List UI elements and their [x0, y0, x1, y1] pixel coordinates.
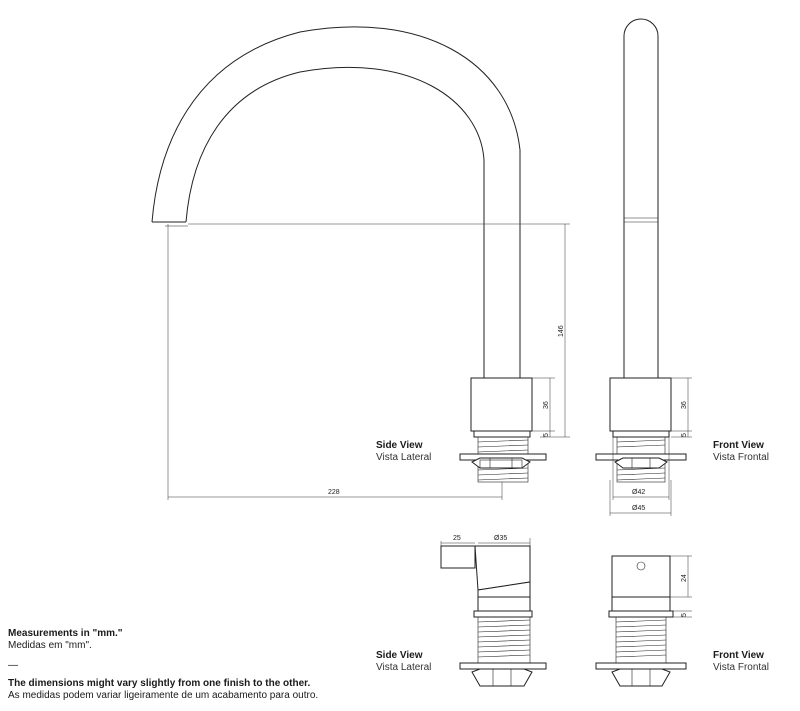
side-view-subtitle: Vista Lateral [376, 452, 432, 463]
vary-note-pt: As medidas podem variar ligeiramente de … [8, 690, 319, 701]
front-view-subtitle: Vista Frontal [713, 662, 769, 673]
dim-24: 24 [681, 574, 688, 582]
dim-5-side: 5 [543, 433, 550, 437]
side-view-title: Side View [376, 440, 423, 451]
side-view-label-top: Side View Vista Lateral [376, 440, 431, 464]
side-view-title: Side View [376, 650, 423, 661]
measure-note-pt: Medidas em "mm". [8, 640, 92, 651]
measure-note-en: Measurements in "mm." [8, 628, 123, 639]
front-view-faucet [595, 18, 687, 483]
dim-5-front: 5 [681, 433, 688, 437]
side-view-label-bottom: Side View Vista Lateral [376, 650, 431, 674]
side-view-dimensions [167, 223, 570, 500]
dim-36-front: 36 [681, 401, 688, 409]
front-view-label-bottom: Front View Vista Frontal [713, 650, 769, 674]
front-handle-dimensions [670, 555, 692, 618]
dim-d45: Ø45 [632, 505, 645, 512]
dim-d35: Ø35 [494, 535, 507, 542]
side-view-subtitle: Vista Lateral [376, 662, 432, 673]
dim-228: 228 [328, 489, 340, 496]
separator: — [8, 660, 18, 671]
front-view-label-top: Front View Vista Frontal [713, 440, 769, 464]
dim-25: 25 [453, 535, 461, 542]
dim-146: 146 [558, 325, 565, 337]
front-view-title: Front View [713, 650, 764, 661]
side-handle-dimensions [440, 538, 531, 546]
front-view-title: Front View [713, 440, 764, 451]
front-view-dimensions [609, 377, 692, 516]
side-view-handle [440, 545, 547, 687]
dim-36-side: 36 [543, 401, 550, 409]
notes-block: Measurements in "mm." Medidas em "mm". —… [8, 628, 318, 702]
dim-d42: Ø42 [632, 489, 645, 496]
side-view-faucet [151, 26, 547, 483]
dim-5-handle: 5 [681, 613, 688, 617]
front-view-handle [595, 555, 687, 687]
vary-note-en: The dimensions might vary slightly from … [8, 678, 311, 689]
front-view-subtitle: Vista Frontal [713, 452, 769, 463]
